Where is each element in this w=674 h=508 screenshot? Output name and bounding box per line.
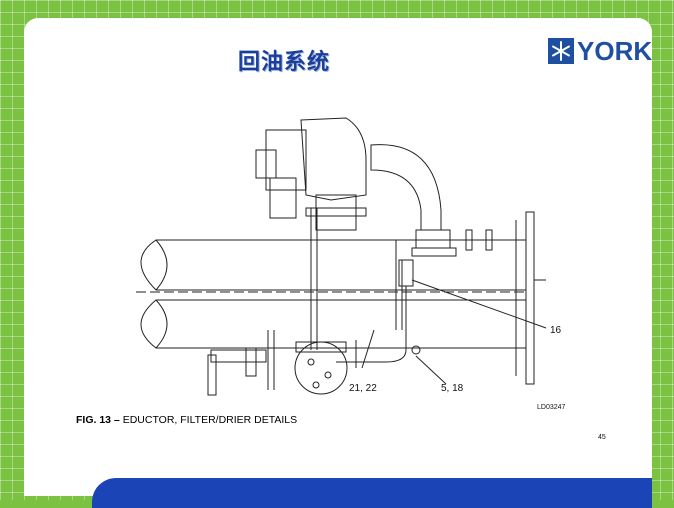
end-plate: [525, 211, 535, 385]
york-logo: YORK: [548, 36, 652, 66]
snowflake-icon: [548, 38, 574, 64]
discharge-elbow: [370, 144, 442, 231]
callout-21-22: 21, 22: [349, 383, 377, 394]
filter-drier: [398, 259, 414, 287]
slide-title: 回油系统: [238, 50, 331, 75]
drawing-id: LD03247: [537, 404, 566, 411]
eductor-diagram: [116, 100, 568, 440]
bottom-decor-band: [92, 478, 652, 508]
figure-caption: FIG. 13 – EDUCTOR, FILTER/DRIER DETAILS: [76, 414, 297, 426]
page-mark: 45: [598, 434, 606, 441]
motor-housing: [265, 129, 307, 191]
upper-shell: [140, 239, 527, 291]
lower-shell: [140, 299, 527, 349]
callout-16: 16: [550, 325, 562, 336]
logo-text: YORK: [577, 35, 653, 66]
compressor-volute: [300, 117, 367, 201]
callout-5-18: 5, 18: [441, 383, 464, 394]
caption-figure-number: FIG. 13 –: [76, 414, 120, 426]
caption-text: EDUCTOR, FILTER/DRIER DETAILS: [119, 414, 298, 426]
oil-sump: [294, 341, 348, 395]
